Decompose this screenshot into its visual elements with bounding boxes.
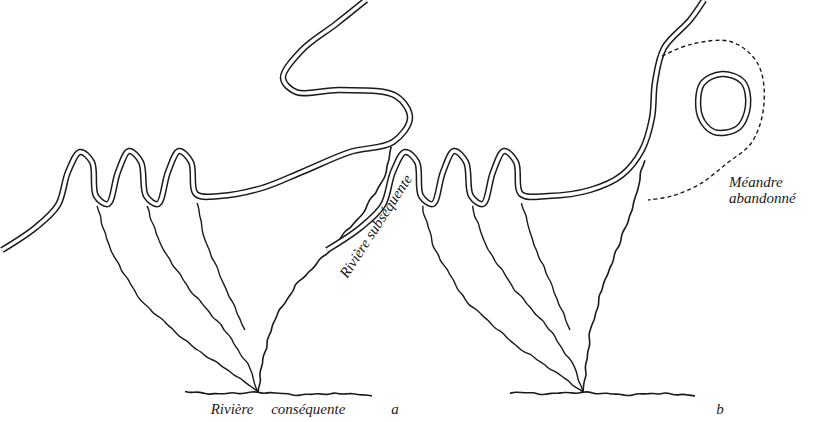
main-river (2, 0, 410, 250)
tributary (473, 206, 583, 392)
panel-letter: b (716, 401, 724, 418)
oxbow-lake-inner (698, 74, 748, 133)
panel-letter: a (391, 401, 399, 418)
main-river-inner (2, 0, 410, 250)
subsequent-river (258, 147, 391, 392)
tributary (197, 203, 245, 330)
consequent-river (185, 391, 372, 396)
meander-label: Méandre abandonné (729, 174, 811, 207)
oxbow-lake (698, 74, 748, 133)
tributary (423, 206, 583, 392)
river-label: Rivière conséquente (211, 401, 346, 418)
consequent-river (510, 392, 695, 396)
subsequent-river (583, 160, 645, 392)
river-label: Rivière subséquente (336, 171, 415, 280)
tributary (97, 206, 258, 392)
tributary (522, 203, 570, 330)
